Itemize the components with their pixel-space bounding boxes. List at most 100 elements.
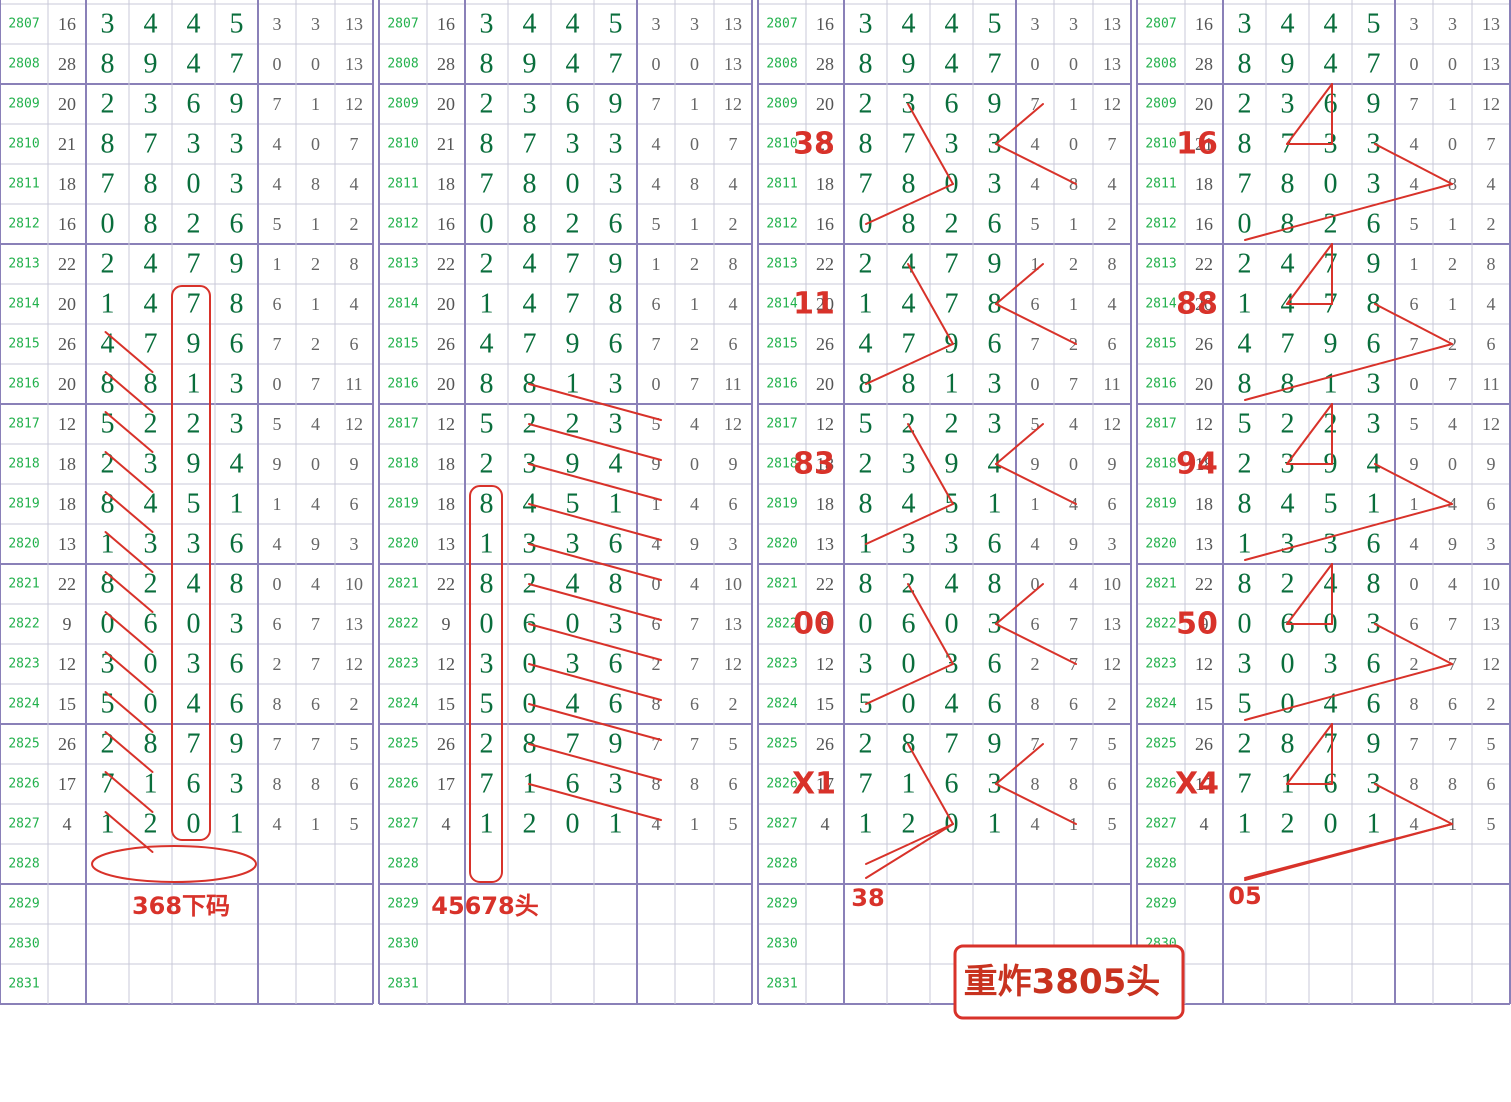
- span-value: 9: [1410, 454, 1419, 474]
- span-value: 3: [1410, 14, 1419, 34]
- draw-digit: 4: [902, 489, 916, 520]
- draw-digit: 2: [101, 249, 115, 280]
- span-value: 12: [724, 654, 742, 674]
- span-value: 3: [311, 14, 320, 34]
- issue-number: 2811: [766, 177, 797, 192]
- issue-number: 2814: [766, 297, 797, 312]
- draw-digit: 7: [1238, 169, 1252, 200]
- draw-digit: 4: [1281, 489, 1295, 520]
- diagonal-stroke: [104, 651, 154, 693]
- draw-digit: 3: [988, 129, 1002, 160]
- draw-digit: 1: [230, 489, 244, 520]
- draw-digit: 6: [230, 329, 244, 360]
- span-value: 2: [350, 214, 359, 234]
- span-value: 13: [1482, 54, 1500, 74]
- span-value: 7: [690, 374, 699, 394]
- span-value: 1: [311, 214, 320, 234]
- span-value: 3: [1487, 534, 1496, 554]
- span-value: 4: [1031, 134, 1040, 154]
- span-value: 7: [273, 334, 282, 354]
- draw-digit: 6: [1367, 329, 1381, 360]
- span-value: 0: [1410, 574, 1419, 594]
- draw-digit: 4: [945, 569, 959, 600]
- draw-digit: 2: [1324, 209, 1338, 240]
- draw-digit: 1: [609, 489, 623, 520]
- draw-digit: 3: [144, 529, 158, 560]
- draw-digit: 4: [1367, 449, 1381, 480]
- draw-digit: 1: [1324, 369, 1338, 400]
- issue-number: 2810: [766, 137, 797, 152]
- draw-digit: 6: [609, 209, 623, 240]
- span-value: 13: [724, 614, 742, 634]
- draw-digit: 2: [1281, 409, 1295, 440]
- draw-digit: 7: [1367, 49, 1381, 80]
- span-value: 7: [273, 94, 282, 114]
- span-value: 7: [311, 734, 320, 754]
- issue-number: 2819: [766, 497, 797, 512]
- draw-digit: 2: [187, 209, 201, 240]
- sum-value: 20: [437, 374, 455, 394]
- draw-digit: 3: [945, 529, 959, 560]
- draw-digit: 8: [609, 289, 623, 320]
- draw-digit: 1: [480, 809, 494, 840]
- draw-digit: 7: [1324, 729, 1338, 760]
- draw-digit: 6: [144, 609, 158, 640]
- issue-number: 2810: [1145, 137, 1176, 152]
- span-value: 7: [690, 614, 699, 634]
- span-value: 4: [652, 534, 661, 554]
- span-value: 7: [1487, 134, 1496, 154]
- zigzag-line: [907, 743, 954, 825]
- sum-value: 18: [58, 174, 76, 194]
- draw-digit: 0: [945, 609, 959, 640]
- draw-digit: 4: [144, 289, 158, 320]
- span-value: 3: [1108, 534, 1117, 554]
- draw-digit: 3: [902, 529, 916, 560]
- span-value: 9: [273, 454, 282, 474]
- span-value: 6: [311, 694, 320, 714]
- sum-value: 18: [1195, 454, 1213, 474]
- sum-value: 22: [58, 254, 76, 274]
- zigzag-line: [1244, 183, 1453, 241]
- draw-digit: 9: [1367, 89, 1381, 120]
- draw-digit: 2: [523, 809, 537, 840]
- sum-value: 16: [437, 214, 455, 234]
- draw-digit: 3: [523, 89, 537, 120]
- issue-number: 2829: [766, 897, 797, 912]
- draw-digit: 0: [566, 169, 580, 200]
- draw-digit: 8: [230, 569, 244, 600]
- zigzag-line: [907, 423, 954, 505]
- issue-number: 2817: [8, 417, 39, 432]
- sum-value: 22: [437, 254, 455, 274]
- span-value: 7: [1069, 374, 1078, 394]
- zigzag-line: [865, 663, 954, 705]
- span-value: 7: [1069, 734, 1078, 754]
- span-value: 6: [350, 334, 359, 354]
- issue-number: 2816: [8, 377, 39, 392]
- span-value: 6: [1031, 614, 1040, 634]
- span-value: 5: [652, 414, 661, 434]
- draw-digit: 2: [859, 89, 873, 120]
- draw-digit: 2: [945, 209, 959, 240]
- span-value: 1: [1031, 494, 1040, 514]
- draw-digit: 0: [101, 209, 115, 240]
- issue-number: 2829: [387, 897, 418, 912]
- issue-number: 2816: [1145, 377, 1176, 392]
- issue-number: 2826: [1145, 777, 1176, 792]
- span-value: 7: [1069, 654, 1078, 674]
- issue-number: 2810: [387, 137, 418, 152]
- span-value: 4: [350, 294, 359, 314]
- mark-00: 00: [793, 607, 835, 642]
- issue-number: 2825: [766, 737, 797, 752]
- draw-digit: 9: [230, 89, 244, 120]
- sum-value: 9: [442, 614, 451, 634]
- span-value: 6: [1108, 334, 1117, 354]
- draw-digit: 0: [480, 609, 494, 640]
- issue-number: 2815: [8, 337, 39, 352]
- draw-digit: 6: [609, 529, 623, 560]
- draw-digit: 0: [566, 809, 580, 840]
- draw-digit: 1: [1367, 809, 1381, 840]
- draw-digit: 7: [902, 329, 916, 360]
- span-value: 9: [1448, 534, 1457, 554]
- draw-digit: 6: [187, 769, 201, 800]
- span-value: 3: [690, 14, 699, 34]
